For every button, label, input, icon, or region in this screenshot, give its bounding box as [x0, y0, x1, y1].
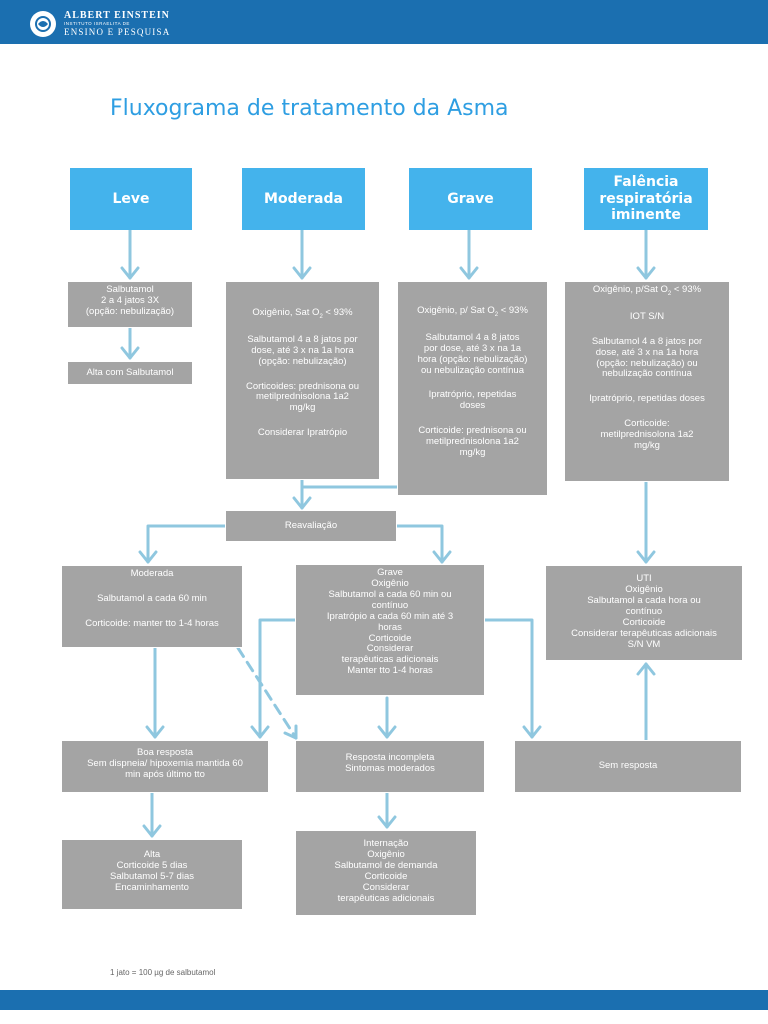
grave-salb-2: por dose, até 3 x na 1a — [423, 342, 522, 354]
uti-line-3: Salbutamol a cada hora ou — [587, 594, 701, 606]
moderada-treatment-box: Oxigênio, Sat O2 < 93% Salbutamol 4 a 8 … — [225, 281, 380, 480]
internacao-line-3: Salbutamol de demanda — [334, 859, 438, 871]
internacao-box: Internação Oxigênio Salbutamol de demand… — [295, 830, 477, 916]
alta-line-1: Alta — [143, 849, 161, 860]
resposta-incompleta-line-2: Sintomas moderados — [345, 762, 435, 774]
grave-cort-3: mg/kg — [459, 447, 486, 459]
header-bar: ALBERT EINSTEIN INSTITUTO ISRAELITA DE E… — [0, 0, 768, 44]
moderada-salb-1: Salbutamol 4 a 8 jatos por — [247, 333, 358, 345]
moderada2-cort: Corticoide: manter tto 1-4 horas — [85, 617, 219, 629]
moderada2-box: Moderada Salbutamol a cada 60 min Cortic… — [61, 565, 243, 648]
uti-line-6: Considerar terapêuticas adicionais — [571, 627, 717, 639]
internacao-line-2: Oxigênio — [367, 848, 405, 860]
grave2-line-10: Manter tto 1-4 horas — [347, 665, 433, 677]
boa-resposta-line-1: Boa resposta — [137, 747, 193, 758]
moderada-cort-1: Corticoides: prednisona ou — [245, 380, 359, 392]
footnote: 1 jato = 100 µg de salbutamol — [110, 968, 216, 977]
falencia-oxygen: Oxigênio, p/Sat O2 < 93% — [592, 284, 702, 297]
falencia-iot: IOT S/N — [629, 310, 665, 322]
grave2-line-7: Corticoide — [368, 632, 412, 644]
uti-line-1: UTI — [636, 573, 652, 584]
grave-oxygen: Oxigênio, p/ Sat O2 < 93% — [417, 305, 528, 318]
leve-treatment-box: Salbutamol 2 a 4 jatos 3X (opção: nebuli… — [67, 281, 193, 328]
uti-line-2: Oxigênio — [625, 583, 663, 595]
boa-resposta-line-3: min após último tto — [125, 768, 205, 780]
grave2-line-4: contínuo — [371, 599, 409, 611]
grave-salb-1: Salbutamol 4 a 8 jatos — [425, 331, 520, 343]
grave-salb-3: hora (opção: nebulização) — [417, 353, 528, 365]
grave-treatment-box: Oxigênio, p/ Sat O2 < 93% Salbutamol 4 a… — [397, 281, 548, 496]
reavaliacao-box: Reavaliação — [225, 510, 397, 542]
sem-resposta-text: Sem resposta — [598, 760, 658, 772]
grave2-line-1: Grave — [377, 567, 403, 578]
logo-icon — [30, 11, 56, 37]
falencia-cort-3: mg/kg — [634, 440, 660, 452]
level-falencia: Falência respiratória iminente — [584, 168, 708, 230]
level-grave: Grave — [409, 168, 532, 230]
boa-resposta-box: Boa resposta Sem dispneia/ hipoxemia man… — [61, 740, 269, 793]
falencia-salb-3: (opção: nebulização) ou — [596, 357, 698, 369]
resposta-incompleta-box: Resposta incompleta Sintomas moderados — [295, 740, 485, 793]
grave2-line-6: horas — [378, 621, 402, 633]
grave2-line-3: Salbutamol a cada 60 min ou — [328, 588, 452, 600]
falencia-salb-2: dose, até 3 x na 1a hora — [595, 346, 699, 358]
alta-line-3: Salbutamol 5-7 dias — [110, 870, 194, 882]
internacao-line-5: Considerar — [362, 881, 410, 893]
falencia-cort-1: Corticoide: — [624, 418, 670, 430]
grave-ipra-1: Ipratróprio, repetidas — [428, 389, 517, 401]
moderada-cort-2: metilprednisolona 1a2 — [256, 391, 349, 403]
moderada2-salb: Salbutamol a cada 60 min — [97, 592, 207, 604]
sem-resposta-box: Sem resposta — [514, 740, 742, 793]
uti-line-4: contínuo — [625, 605, 663, 617]
uti-line-5: Corticoide — [622, 616, 666, 628]
grave-salb-4: ou nebulização contínua — [421, 364, 524, 376]
leve-line-2: 2 a 4 jatos 3X — [100, 294, 160, 306]
grave-ipra-2: doses — [459, 400, 486, 412]
page-title: Fluxograma de tratamento da Asma — [110, 96, 509, 121]
grave2-line-9: terapêuticas adicionais — [341, 654, 439, 666]
moderada-oxygen: Oxigênio, Sat O2 < 93% — [252, 307, 353, 320]
moderada-salb-2: dose, até 3 x na 1a hora — [251, 344, 354, 356]
logo-line-3: ENSINO E PESQUISA — [64, 26, 171, 37]
uti-box: UTI Oxigênio Salbutamol a cada hora ou c… — [545, 565, 743, 661]
leve-line-1: Salbutamol — [106, 284, 154, 295]
grave2-line-2: Oxigênio — [371, 577, 409, 589]
level-leve: Leve — [70, 168, 192, 230]
alta-line-4: Encaminhamento — [115, 881, 189, 893]
footer-bar — [0, 990, 768, 1010]
internacao-line-1: Internação — [363, 838, 409, 849]
moderada2-title: Moderada — [130, 568, 174, 579]
moderada-cort-3: mg/kg — [289, 402, 316, 414]
logo-line-2: INSTITUTO ISRAELITA DE — [64, 21, 130, 27]
alta-box: Alta Corticoide 5 dias Salbutamol 5-7 di… — [61, 839, 243, 910]
uti-line-7: S/N VM — [627, 638, 661, 650]
alta-salbutamol-box: Alta com Salbutamol — [67, 361, 193, 385]
grave-cort-2: metilprednisolona 1a2 — [426, 436, 519, 448]
falencia-salb-1: Salbutamol 4 a 8 jatos por — [591, 335, 703, 347]
level-moderada: Moderada — [242, 168, 365, 230]
moderada-salb-3: (opção: nebulização) — [258, 355, 347, 367]
logo-line-1: ALBERT EINSTEIN — [64, 10, 170, 22]
falencia-salb-4: nebulização contínua — [602, 368, 692, 380]
moderada-ipratropio: Considerar Ipratrópio — [257, 427, 348, 439]
alta-salbutamol-text: Alta com Salbutamol — [86, 366, 174, 378]
reavaliacao-text: Reavaliação — [284, 519, 338, 531]
resposta-incompleta-line-1: Resposta incompleta — [345, 752, 435, 763]
alta-line-2: Corticoide 5 dias — [116, 859, 188, 871]
grave2-box: Grave Oxigênio Salbutamol a cada 60 min … — [295, 564, 485, 696]
grave2-line-8: Considerar — [366, 643, 414, 655]
boa-resposta-line-2: Sem dispneia/ hipoxemia mantida 60 — [87, 757, 243, 769]
falencia-cort-2: metilprednisolona 1a2 — [600, 429, 694, 441]
grave-cort-1: Corticoide: prednisona ou — [418, 425, 527, 437]
falencia-ipra: Ipratróprio, repetidas doses — [589, 393, 705, 405]
grave2-line-5: Ipratrópio a cada 60 min até 3 — [326, 610, 454, 622]
internacao-line-6: terapêuticas adicionais — [337, 892, 435, 904]
falencia-treatment-box: Oxigênio, p/Sat O2 < 93% IOT S/N Salbuta… — [564, 281, 730, 482]
internacao-line-4: Corticoide — [364, 870, 408, 882]
leve-line-3: (opção: nebulização) — [85, 305, 175, 317]
logo: ALBERT EINSTEIN INSTITUTO ISRAELITA DE E… — [30, 8, 170, 40]
